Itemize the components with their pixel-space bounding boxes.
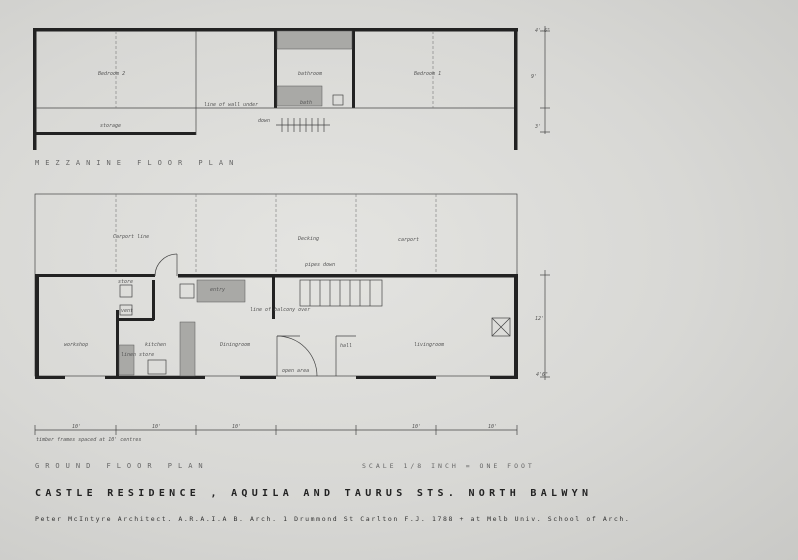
mezz-dimension-line — [540, 26, 550, 134]
kitchen-wall — [116, 310, 119, 378]
bay-dim-5: 10' — [488, 424, 497, 430]
label-carport-line: Carport line — [113, 234, 149, 240]
label-linen: linen store — [121, 352, 154, 358]
bay-dimension-string — [34, 425, 518, 435]
architect-credits: Peter McIntyre Architect. A.R.A.I.A B. A… — [35, 515, 630, 523]
west-wall — [35, 274, 39, 379]
label-bathroom: bathroom — [298, 71, 322, 77]
entry-door-swing — [154, 253, 178, 277]
south-wall-3 — [240, 376, 276, 379]
south-wall-5 — [490, 376, 518, 379]
entry-box — [179, 283, 195, 299]
mezz-west-wall — [33, 28, 37, 150]
label-mezz-landing: line of wall under — [204, 102, 258, 108]
ground-dim-edge: 4'6" — [536, 372, 548, 378]
fireplace — [491, 317, 511, 337]
decking-bench — [196, 279, 246, 303]
dining-cabinet — [179, 321, 196, 377]
label-bath: bath — [300, 100, 312, 106]
mezz-dim-low: 3' — [534, 124, 541, 130]
project-title: CASTLE RESIDENCE , AQUILA AND TAURUS STS… — [35, 488, 592, 499]
label-bedroom-1: Bedroom 1 — [414, 71, 441, 77]
north-wall-east — [178, 274, 518, 278]
open-area-door-swing — [276, 335, 318, 377]
frames-note: timber frames spaced at 10' centres — [36, 437, 141, 443]
ground-stair — [299, 279, 383, 307]
label-workshop: workshop — [64, 342, 88, 348]
mezz-bath-wall-e — [352, 28, 355, 108]
scale-note: SCALE 1/8 INCH = ONE FOOT — [362, 462, 535, 470]
bay-dim-1: 10' — [72, 424, 81, 430]
ground-plan: Carport line Decking carport pipes down … — [34, 193, 550, 443]
label-bedroom-2: Bedroom 2 — [98, 71, 125, 77]
north-wall-west — [35, 274, 155, 277]
label-decking: Decking — [297, 236, 319, 242]
label-pipes: pipes down — [305, 262, 335, 268]
label-entry: entry — [210, 287, 225, 293]
store-box — [119, 284, 133, 298]
mezz-bath-wall-w — [274, 28, 277, 108]
kitchen-sink — [147, 359, 167, 375]
label-kitchen: kitchen — [145, 342, 166, 348]
bay-dim-4: 10' — [412, 424, 421, 430]
label-stair-line: line of balcony over — [250, 307, 310, 313]
mezzanine-plan: Bedroom 2 bathroom Bedroom 1 storage bat… — [33, 26, 550, 167]
south-wall-2 — [105, 376, 205, 379]
label-store: store — [118, 279, 133, 285]
mezz-storage-wall — [36, 132, 196, 135]
mezzanine-title: MEZZANINE FLOOR PLAN — [35, 159, 239, 167]
ground-dim-main: 12' — [535, 316, 544, 322]
south-wall-4 — [356, 376, 436, 379]
ground-dimension-line — [540, 270, 550, 380]
kitchen-bench — [118, 344, 135, 376]
mezz-bath-fitting-top — [276, 30, 353, 50]
south-wall-1 — [35, 376, 65, 379]
mezz-dim-top: 4'-6" — [535, 28, 550, 34]
mezz-dim-mid: 9' — [531, 74, 537, 80]
label-livingroom: livingroom — [414, 342, 444, 348]
mezz-bath-basin — [332, 94, 344, 106]
label-diningroom: Diningroom — [219, 342, 250, 348]
label-storage: storage — [100, 123, 121, 129]
bay-dim-3: 10' — [232, 424, 241, 430]
mezz-bath-fitting-bottom — [276, 85, 323, 107]
ground-floor-title: GROUND FLOOR PLAN — [35, 462, 209, 470]
stair-wall — [272, 274, 275, 319]
label-open-area: open area — [282, 368, 309, 374]
bay-dim-2: 10' — [152, 424, 161, 430]
label-carport: carport — [398, 237, 419, 243]
label-hall: hall — [340, 343, 352, 349]
vent-box — [119, 304, 133, 316]
label-vent: vent — [121, 308, 133, 314]
store-wall — [152, 280, 155, 320]
mezz-stair — [276, 118, 330, 132]
label-down: down — [258, 118, 270, 124]
store-wall-h — [116, 318, 154, 321]
mezz-east-wall — [514, 28, 518, 150]
east-wall — [514, 274, 518, 379]
